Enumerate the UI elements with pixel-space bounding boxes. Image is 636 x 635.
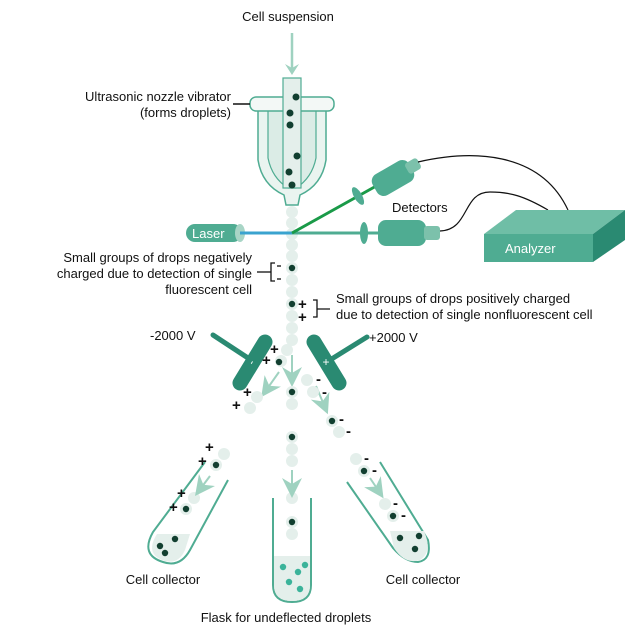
right-collector-label: Cell collector xyxy=(386,572,461,587)
cell xyxy=(288,518,296,526)
positive-label-line2: due to detection of single nonfluorescen… xyxy=(336,307,593,322)
minus-sign: - xyxy=(393,495,398,512)
right-collector-arrow xyxy=(364,476,384,499)
minus-sign: - xyxy=(346,423,351,440)
cell xyxy=(288,264,296,272)
cell xyxy=(328,417,336,425)
flask-label: Flask for undeflected droplets xyxy=(201,610,372,625)
negative-bracket xyxy=(257,262,281,282)
plus-sign: + xyxy=(243,384,252,401)
nozzle-label-line1: Ultrasonic nozzle vibrator xyxy=(85,89,232,104)
plus-sign: + xyxy=(177,485,186,502)
analyzer-box xyxy=(484,210,625,262)
minus-sign: - xyxy=(339,411,344,428)
plus-sign: + xyxy=(169,499,178,516)
positive-deflection-plate: + xyxy=(306,334,370,391)
detector-lower xyxy=(360,220,440,246)
nozzle-vibrator xyxy=(249,77,335,206)
plus-sign: + xyxy=(205,439,214,456)
left-collector-label: Cell collector xyxy=(126,572,201,587)
positive-bracket xyxy=(313,299,330,318)
negative-label-line1: Small groups of drops negatively xyxy=(63,250,252,265)
plus-sign: + xyxy=(232,397,241,414)
negative-label-line2: charged due to detection of single xyxy=(57,266,252,281)
left-deflected-drops xyxy=(244,391,263,414)
minus-sign: - xyxy=(316,371,321,388)
undeflected-flask xyxy=(272,498,312,604)
cell xyxy=(288,433,296,441)
minus-sign: - xyxy=(322,384,327,401)
positive-label-line1: Small groups of drops positively charged xyxy=(336,291,570,306)
fluorescence-beam xyxy=(291,183,379,235)
cell-suspension-label: Cell suspension xyxy=(242,9,334,24)
detectors-label: Detectors xyxy=(392,200,448,215)
cell xyxy=(212,461,220,469)
minus-sign: - xyxy=(401,507,406,524)
cell xyxy=(389,512,397,520)
svg-text:+: + xyxy=(322,355,329,369)
nozzle-label-line2: (forms droplets) xyxy=(140,105,231,120)
negative-label-line3: fluorescent cell xyxy=(165,282,252,297)
negative-deflection-plate: - xyxy=(210,332,273,391)
cell xyxy=(288,300,296,308)
cell xyxy=(360,467,368,475)
plus-voltage-label: +2000 V xyxy=(369,330,418,345)
minus-sign: - xyxy=(364,450,369,467)
minus-voltage-label: -2000 V xyxy=(150,328,196,343)
cell xyxy=(182,505,190,513)
minus-sign: - xyxy=(372,462,377,479)
cable-lower xyxy=(439,191,549,232)
svg-text:-: - xyxy=(246,358,258,367)
detector-upper xyxy=(351,158,421,205)
analyzer-label: Analyzer xyxy=(505,241,556,256)
plus-sign: + xyxy=(198,453,207,470)
center-drops xyxy=(286,386,298,540)
droplet-stream xyxy=(275,206,298,367)
plus-sign: + xyxy=(270,341,279,358)
plus-sign: + xyxy=(298,309,307,326)
left-collector-arrow xyxy=(195,474,215,496)
right-cell-collector-tube xyxy=(346,461,430,564)
laser-label: Laser xyxy=(192,226,225,241)
cable-upper xyxy=(417,155,569,211)
cell xyxy=(275,358,283,366)
left-cell-collector-tube xyxy=(147,461,229,565)
cell xyxy=(288,388,296,396)
deflect-left-arrow xyxy=(261,371,281,398)
plus-sign: + xyxy=(262,352,271,369)
plus-sign: + xyxy=(298,296,307,313)
inflow-arrow xyxy=(285,33,299,75)
